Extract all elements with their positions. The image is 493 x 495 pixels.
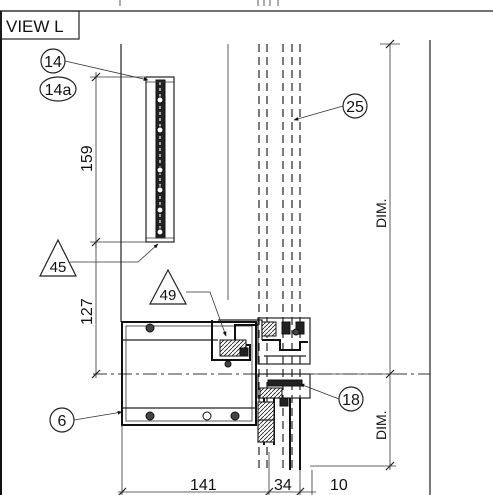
callout-45: 45	[39, 238, 159, 277]
callout-6: 6	[49, 407, 123, 433]
clip-detail	[211, 319, 263, 368]
lower-mullion	[257, 373, 311, 470]
callout-14: 14	[40, 48, 149, 81]
callout-49: 49	[149, 268, 227, 337]
dim-lower-label: DIM.	[373, 410, 389, 440]
view-title: VIEW L	[6, 17, 64, 36]
main-frame-profile	[121, 321, 257, 426]
view-title-box: VIEW L	[0, 10, 80, 40]
callout-25: 25	[293, 93, 368, 121]
dimension-bottom: 141 34 10	[118, 425, 348, 495]
callout-14a: 14a	[39, 76, 77, 102]
callout-14a-label: 14a	[45, 82, 72, 99]
callout-14-label: 14	[44, 54, 62, 71]
dimension-159: 159	[79, 72, 146, 248]
blind-panel	[145, 76, 175, 243]
callout-25-label: 25	[346, 99, 364, 116]
dim-159-label: 159	[79, 145, 96, 172]
callout-49-label: 49	[160, 287, 177, 304]
dim-141-label: 141	[190, 477, 217, 494]
dim-upper-label: DIM.	[373, 198, 389, 228]
dim-10-label: 10	[330, 477, 348, 494]
callout-18: 18	[299, 383, 364, 412]
dimension-127: 127	[79, 242, 101, 379]
dimension-right: DIM. DIM.	[310, 39, 400, 471]
top-border-strip	[0, 0, 493, 12]
callout-18-label: 18	[342, 392, 360, 409]
callout-45-label: 45	[50, 259, 67, 276]
callout-6-label: 6	[58, 413, 67, 430]
glazing-profile	[257, 317, 311, 365]
dim-127-label: 127	[79, 298, 96, 325]
dim-34-label: 34	[274, 477, 292, 494]
